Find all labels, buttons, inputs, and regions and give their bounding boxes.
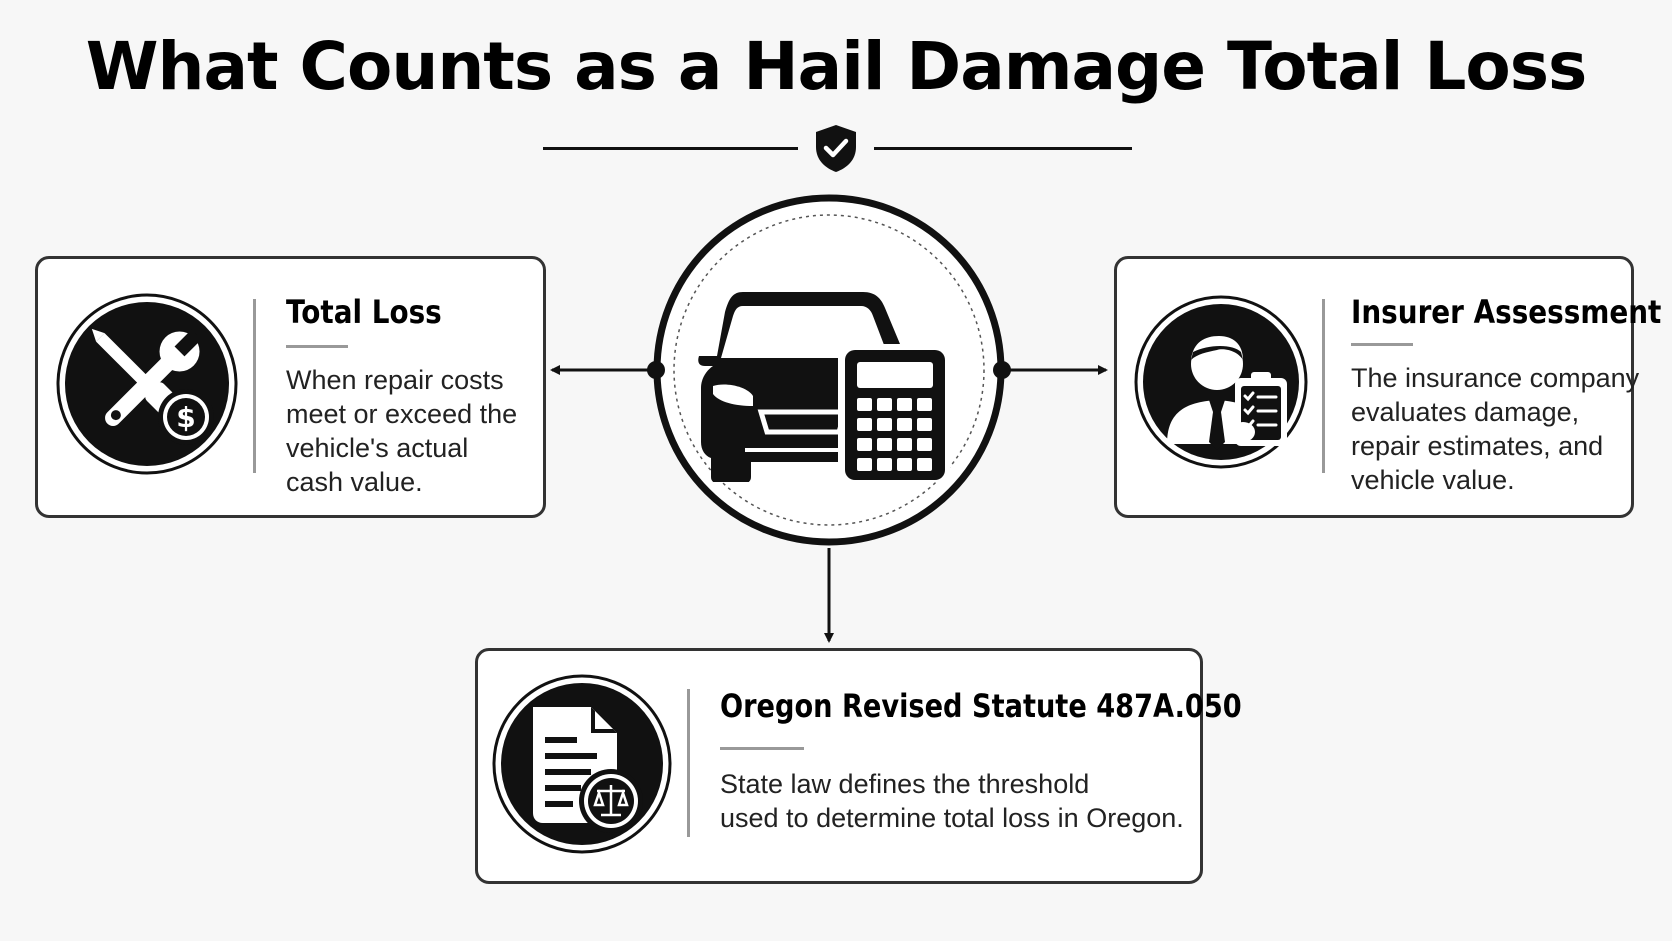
svg-text:$: $ — [176, 401, 195, 434]
connector-right-dot — [993, 361, 1011, 379]
card-body: The insurance company evaluates damage, … — [1351, 363, 1640, 495]
card-title: Total Loss — [286, 293, 442, 331]
card-insurer-assessment: Insurer Assessment The insurance company… — [1114, 256, 1661, 518]
card-divider — [1322, 299, 1325, 473]
card-title-underline — [286, 345, 348, 348]
title-rule-left — [543, 147, 798, 150]
card-divider — [687, 689, 690, 837]
card-title-underline — [720, 747, 804, 750]
title-rule-right — [874, 147, 1132, 150]
card-oregon-statute: Oregon Revised Statute 487A.050 State la… — [475, 648, 1242, 884]
card-total-loss: $ Total Loss When repair costs meet or e… — [35, 256, 546, 518]
wrench-screwdriver-dollar-icon: $ — [56, 293, 238, 475]
shield-check-icon — [816, 125, 856, 172]
center-hub-dashed-ring — [673, 214, 985, 526]
connector-left-dot — [647, 361, 665, 379]
page-title: What Counts as a Hail Damage Total Loss — [85, 28, 1588, 105]
legal-document-scales-icon — [492, 674, 672, 854]
insurance-adjuster-clipboard-icon — [1134, 295, 1308, 469]
card-title: Insurer Assessment — [1351, 293, 1662, 331]
card-title: Oregon Revised Statute 487A.050 — [720, 687, 1242, 725]
card-body: When repair costs meet or exceed the veh… — [286, 365, 518, 497]
card-title-underline — [1351, 343, 1413, 346]
card-body: State law defines the threshold used to … — [720, 769, 1184, 833]
car-with-calculator-icon — [698, 292, 950, 482]
card-divider — [253, 299, 256, 473]
